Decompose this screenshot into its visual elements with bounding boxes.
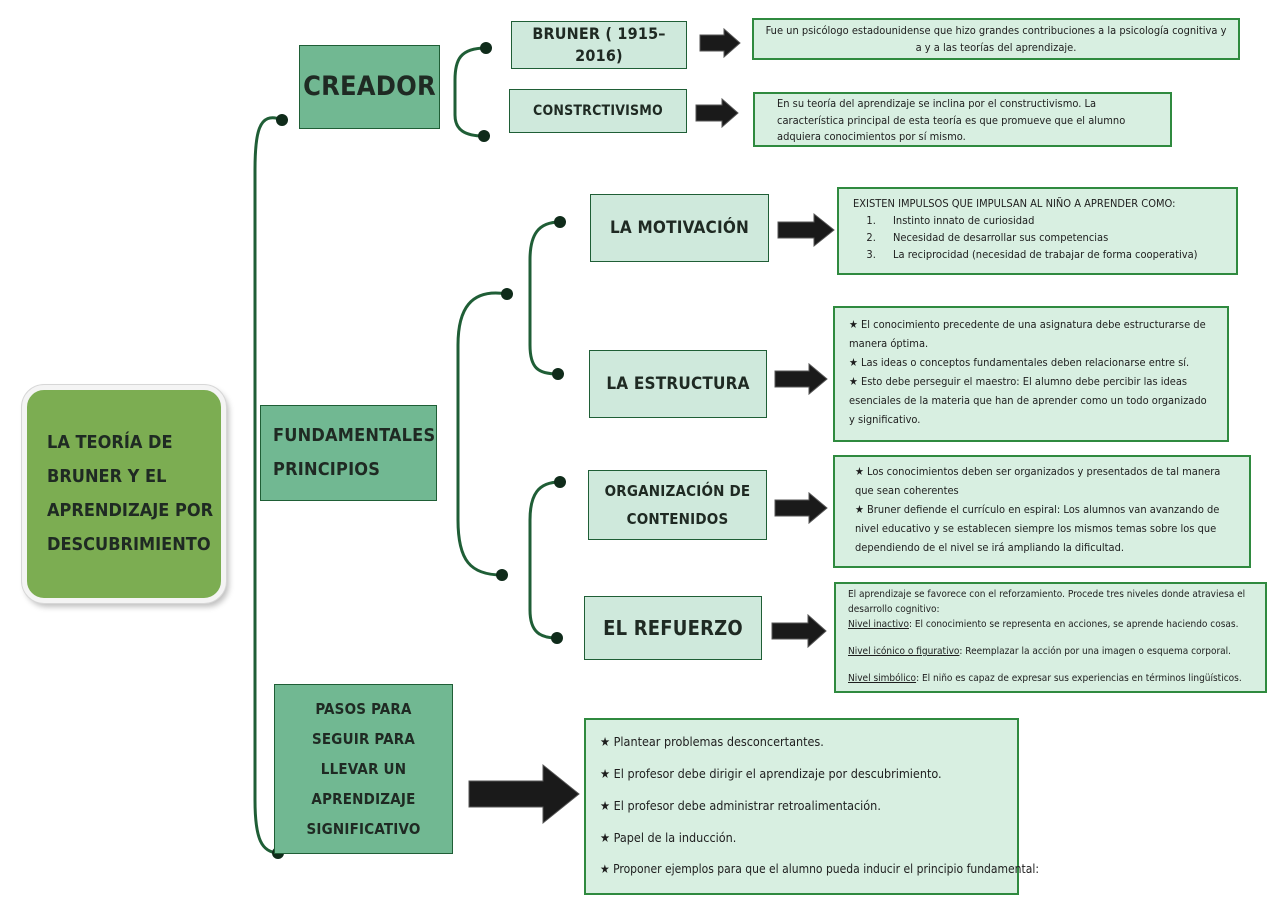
refuerzo-label: EL REFUERZO (603, 615, 743, 640)
estructura-info: ★ El conocimiento precedente de una asig… (833, 306, 1229, 442)
list-item: ★ Las ideas o conceptos fundamentales de… (849, 355, 1190, 369)
organizacion-info: ★ Los conocimientos deben ser organizado… (833, 455, 1251, 568)
pasos-info: ★ Plantear problemas desconcertantes. ★ … (584, 718, 1040, 895)
organizacion-node: ORGANIZACIÓN DE CONTENIDOS (588, 470, 767, 540)
level-name: Nivel icónico o figurativo (848, 646, 960, 657)
creador-node: CREADOR (299, 45, 440, 129)
arrow-right-icon (468, 763, 580, 825)
arrow-right-icon (699, 27, 741, 59)
list-item: ★ Plantear problemas desconcertantes. (600, 734, 824, 749)
creador-connector (453, 46, 488, 138)
level-name: Nivel inactivo (848, 619, 909, 630)
refuerzo-level: Nivel icónico o figurativo: Reemplazar l… (848, 644, 1253, 659)
list-item: ★ Papel de la inducción. (600, 829, 737, 845)
list-item: La reciprocidad (necesidad de trabajar d… (879, 246, 1222, 263)
root-topic: LA TEORÍA DE BRUNER Y EL APRENDIZAJE POR… (22, 385, 226, 603)
motivacion-node: LA MOTIVACIÓN (590, 194, 769, 262)
motivacion-label: LA MOTIVACIÓN (609, 217, 750, 238)
estructura-label: LA ESTRUCTURA (606, 373, 750, 394)
constructivismo-label: CONSTRCTIVISMO (533, 102, 663, 119)
motivacion-intro: EXISTEN IMPULSOS QUE IMPULSAN AL NIÑO A … (853, 197, 1176, 210)
estructura-node: LA ESTRUCTURA (589, 350, 767, 418)
arrow-right-icon (695, 97, 739, 129)
refuerzo-intro: El aprendizaje se favorece con el reforz… (848, 589, 1246, 615)
arrow-right-icon (771, 613, 827, 649)
arrow-right-icon (777, 212, 835, 248)
list-item: Instinto innato de curiosidad (879, 212, 1222, 229)
principios-label: FUNDAMENTALES PRINCIPIOS (273, 424, 436, 480)
level-name: Nivel simbólico (848, 673, 917, 684)
motivacion-list: Instinto innato de curiosidad Necesidad … (853, 212, 1222, 263)
creador-label: CREADOR (303, 70, 436, 102)
root-title: LA TEORÍA DE BRUNER Y EL APRENDIZAJE POR… (47, 431, 214, 556)
bruner-node: BRUNER ( 1915–2016) (511, 21, 687, 69)
list-item: ★ El profesor debe dirigir el aprendizaj… (600, 765, 942, 781)
constructivismo-info-text: En su teoría del aprendizaje se inclina … (777, 97, 1126, 143)
motiv-estruct-connector (528, 220, 562, 376)
refuerzo-level: Nivel simbólico: El niño es capaz de exp… (848, 671, 1253, 686)
list-item: ★ Bruner defiende el currículo en espira… (855, 502, 1220, 554)
org-refuerzo-connector (528, 480, 562, 640)
level-text: : Reemplazar la acción por una imagen o … (959, 646, 1232, 657)
arrow-right-icon (774, 362, 828, 396)
arrow-right-icon (774, 491, 828, 525)
list-item: ★ El conocimiento precedente de una asig… (849, 318, 1206, 350)
refuerzo-info: El aprendizaje se favorece con el reforz… (834, 582, 1267, 693)
organizacion-label: ORGANIZACIÓN DE CONTENIDOS (604, 481, 751, 529)
bruner-info-text: Fue un psicólogo estadounidense que hizo… (765, 24, 1227, 55)
motivacion-info: EXISTEN IMPULSOS QUE IMPULSAN AL NIÑO A … (837, 187, 1238, 275)
list-item: Necesidad de desarrollar sus competencia… (879, 229, 1222, 246)
list-item: ★ Esto debe perseguir el maestro: El alu… (849, 374, 1207, 426)
bruner-info: Fue un psicólogo estadounidense que hizo… (752, 18, 1240, 60)
refuerzo-level: Nivel inactivo: El conocimiento se repre… (848, 617, 1253, 632)
refuerzo-node: EL REFUERZO (584, 596, 762, 660)
list-item: ★ El profesor debe administrar retroalim… (600, 797, 881, 813)
list-item: ★ Los conocimientos deben ser organizado… (855, 465, 1221, 497)
constructivismo-info: En su teoría del aprendizaje se inclina … (753, 92, 1172, 147)
level-text: : El niño es capaz de expresar sus exper… (916, 673, 1242, 684)
list-item: ★ Proponer ejemplos para que el alumno p… (600, 861, 1040, 876)
pasos-node: PASOS PARA SEGUIR PARA LLEVAR UN APRENDI… (274, 684, 453, 854)
principios-upper-connector (456, 291, 509, 577)
principios-node: FUNDAMENTALES PRINCIPIOS (260, 405, 437, 501)
constructivismo-node: CONSTRCTIVISMO (509, 89, 687, 133)
pasos-label: PASOS PARA SEGUIR PARA LLEVAR UN APRENDI… (306, 700, 421, 838)
level-text: : El conocimiento se representa en accio… (908, 619, 1239, 630)
bruner-label: BRUNER ( 1915–2016) (532, 24, 666, 65)
